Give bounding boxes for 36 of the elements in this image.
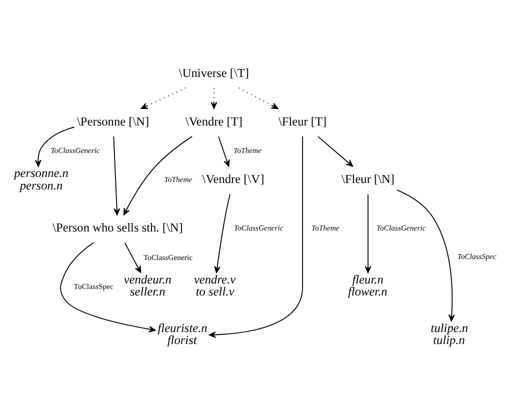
node-text: \Vendre [T] <box>185 114 243 128</box>
arrow <box>238 86 278 109</box>
node-text: vendre.v to sell.v <box>194 272 236 298</box>
arrow <box>218 136 230 166</box>
edge-label: ToTheme <box>311 222 340 232</box>
edge-label: ToClassSpec <box>457 252 496 261</box>
arrow <box>123 135 193 215</box>
arrow <box>124 242 142 272</box>
arrow <box>364 193 372 273</box>
node-text: fleuriste.n florist <box>158 320 208 347</box>
arrow <box>396 189 455 322</box>
arrow <box>214 193 230 273</box>
node-text: \Fleur [\N] <box>342 172 395 186</box>
arrow <box>210 87 218 108</box>
edge-label: ToTheme <box>234 145 262 154</box>
arrow <box>208 135 304 338</box>
node-text: \Fleur [T] <box>278 114 327 128</box>
node-text: \Universe [\T] <box>178 65 250 80</box>
node-text: fleur.n flower.n <box>348 272 388 298</box>
arrow <box>140 86 186 109</box>
node-text: \Personne [\N] <box>77 114 150 128</box>
arrow <box>318 136 354 166</box>
edge-label: ToTheme <box>164 174 192 184</box>
arrow <box>113 136 120 215</box>
arrow <box>60 242 156 332</box>
edge-label: ToClassGeneric <box>376 222 426 232</box>
node-text: \Vendre [\V] <box>202 172 264 186</box>
node-text: vendeur.n seller.n <box>124 272 172 298</box>
node-text: personne.n person.n <box>14 166 68 192</box>
node-text: \Person who sells sth. [\N] <box>52 220 183 234</box>
edge-label: ToClassSpec <box>74 281 114 290</box>
arrow <box>34 126 75 166</box>
edge-label: ToClassGeneric <box>234 222 284 232</box>
edge-label: ToClassGeneric <box>144 252 193 262</box>
edge-label: ToClassGeneric <box>50 145 100 154</box>
node-text: tulipe.n tulip.n <box>430 320 468 347</box>
